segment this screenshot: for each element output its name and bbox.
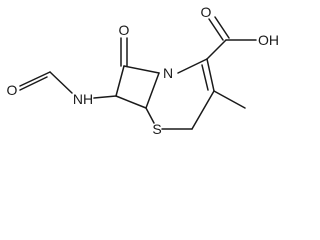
carboxyl-oxygen-label: O: [201, 4, 212, 20]
ring-nitrogen-label: N: [163, 65, 173, 81]
bond-c2-c3: [206, 58, 215, 92]
bond-c8-n1: [123, 65, 160, 74]
bond-c3-methyl: [213, 90, 246, 109]
bond-c6-c7: [115, 95, 147, 109]
bond-cho-o-single: [19, 71, 51, 87]
bond-cooh-o-double-b: [214, 16, 230, 39]
bond-c2-cooh: [206, 39, 227, 60]
sulfur-label: S: [152, 121, 161, 137]
bond-c2-c3-inner: [201, 64, 209, 91]
bonds: [19, 16, 257, 130]
bond-cho-o-double: [19, 76, 48, 91]
bond-cooh-o-double-a: [208, 18, 224, 41]
chemical-structure-diagram: O O OH N NH O S: [7, 4, 279, 137]
bond-n1-c2: [177, 58, 208, 74]
atom-labels: O O OH N NH O S: [7, 4, 279, 137]
amide-nitrogen-label: NH: [73, 91, 93, 107]
bond-s-c6: [145, 107, 155, 124]
bond-c7-nh: [93, 95, 117, 99]
bond-c8-c7: [115, 65, 125, 97]
ketone-oxygen-label: O: [119, 22, 130, 38]
amide-oxygen-label: O: [7, 82, 18, 98]
bond-nh-cho: [49, 71, 73, 94]
carboxyl-oh-label: OH: [258, 32, 279, 48]
bond-n1-c6: [145, 72, 160, 109]
bond-c3-ch2: [191, 90, 215, 130]
